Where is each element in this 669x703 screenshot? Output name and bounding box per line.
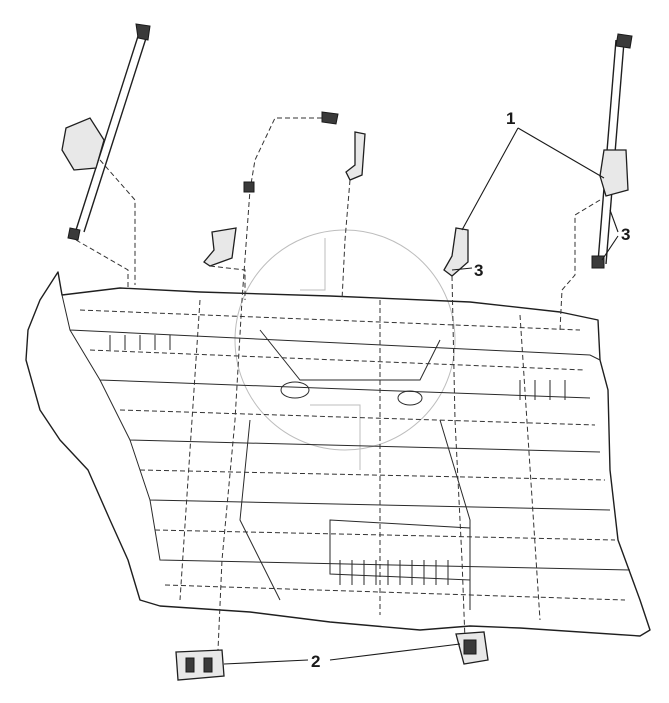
center-belt-assembly (203, 111, 366, 651)
floor-pan (25, 271, 651, 637)
callout-1: 1 (506, 109, 515, 128)
leader-lines (223, 127, 619, 665)
callout-3-center: 3 (474, 261, 483, 280)
callout-3-right: 3 (621, 225, 630, 244)
callout-2: 2 (311, 652, 320, 671)
right-belt-assembly (443, 33, 633, 641)
left-belt-assembly (61, 23, 151, 290)
background-guides (234, 229, 456, 470)
anchor-plates (175, 631, 489, 681)
